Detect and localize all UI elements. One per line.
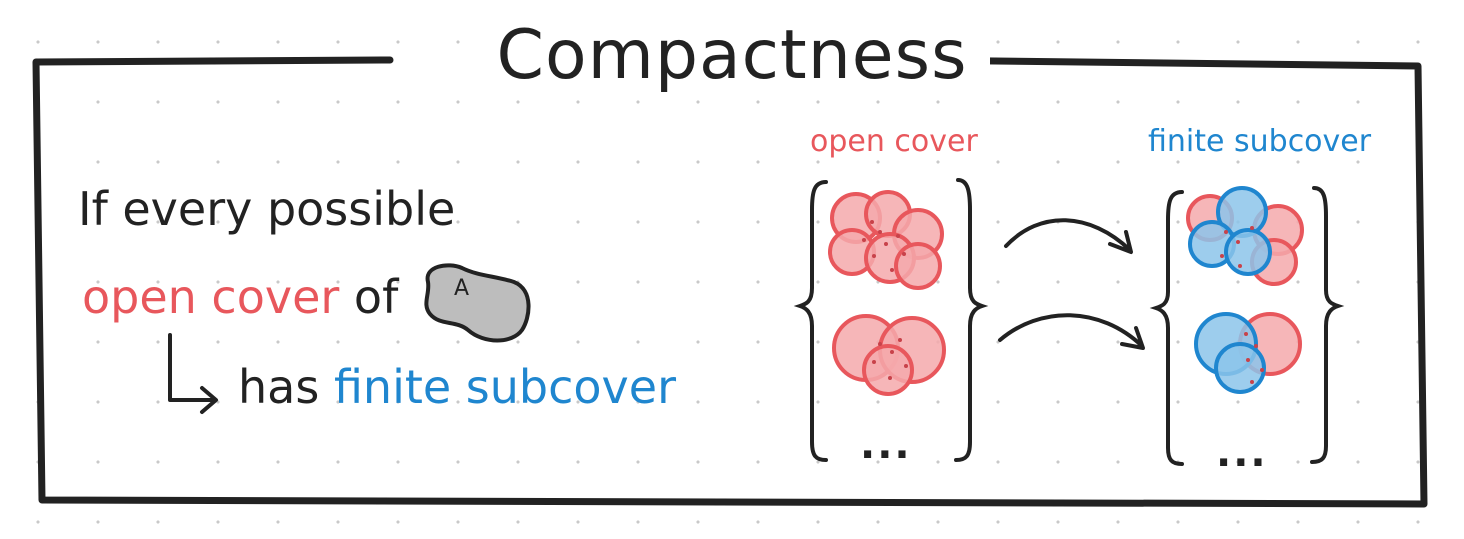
lower-arrow-icon — [998, 313, 1145, 350]
finite-subcover-label: finite subcover — [1148, 124, 1372, 159]
subcover-ellipsis: ... — [1216, 430, 1268, 476]
finite-subcover-term: finite subcover — [333, 360, 676, 414]
page-title-text: Compactness — [474, 16, 990, 95]
right-bracket-open — [1149, 190, 1184, 466]
page-title: Compactness — [0, 16, 1464, 95]
statement-of: of — [339, 270, 399, 324]
statement-line-2: open cover of — [82, 270, 398, 324]
upper-arrow-icon — [1004, 218, 1133, 254]
implies-arrow-icon — [168, 333, 218, 414]
open-cover-cluster-1 — [828, 190, 944, 290]
right-bracket-close — [1310, 186, 1345, 464]
subcover-cluster-2-dots — [1244, 332, 1264, 384]
statement-line-3: has finite subcover — [238, 360, 676, 414]
open-cover-term: open cover — [82, 270, 340, 324]
open-cover-cluster-2-dots — [872, 338, 908, 380]
open-cover-cluster-1-dots — [862, 220, 906, 272]
statement-has: has — [238, 360, 320, 414]
open-cover-label: open cover — [810, 124, 978, 159]
open-cover-cluster-2 — [832, 314, 946, 396]
set-a-label: A — [454, 276, 470, 301]
left-bracket-open — [793, 180, 828, 462]
open-cover-ellipsis: ... — [860, 422, 912, 468]
left-bracket-close — [954, 178, 989, 462]
set-a-blob — [424, 263, 531, 343]
frame-border — [32, 56, 1428, 508]
subcover-cluster-1-dots — [1220, 226, 1254, 268]
statement-line-1: If every possible — [78, 182, 456, 236]
